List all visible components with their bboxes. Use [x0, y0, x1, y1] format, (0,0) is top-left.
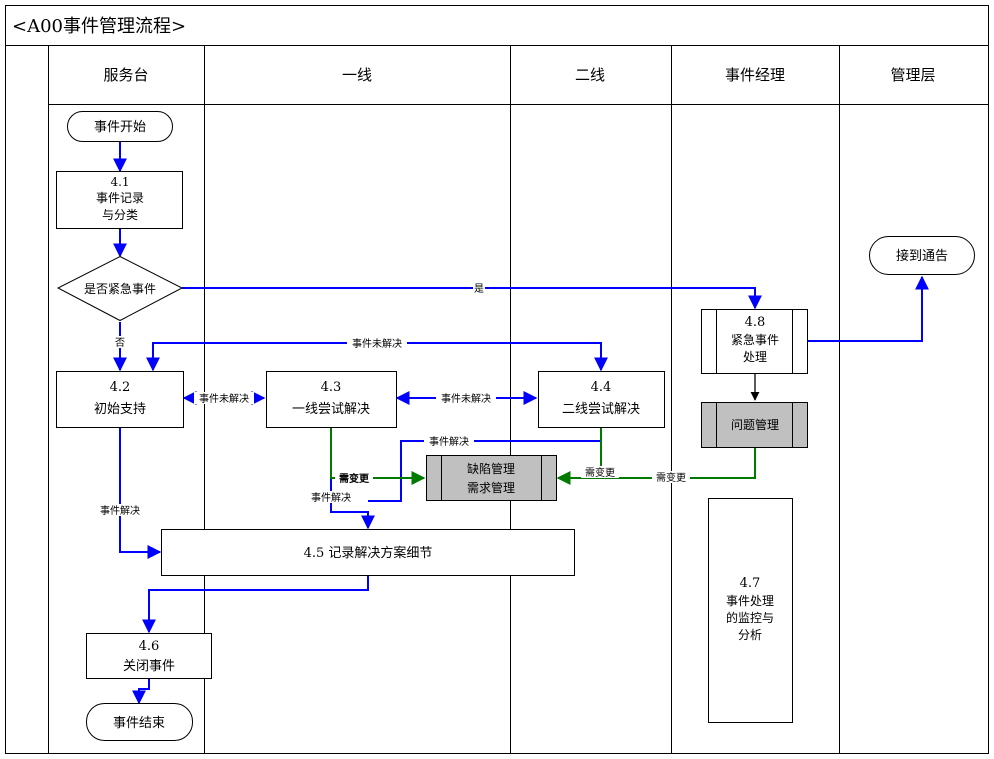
svg-text:4.7: 4.7: [740, 576, 761, 591]
svg-text:4.4: 4.4: [591, 380, 612, 395]
lane-header-service-desk: 服务台: [103, 66, 148, 84]
svg-text:关闭事件: 关闭事件: [123, 659, 175, 674]
lane-header-line1: 一线: [342, 66, 372, 84]
lane-header-management: 管理层: [890, 66, 935, 84]
svg-text:事件处理: 事件处理: [726, 594, 774, 608]
svg-text:事件开始: 事件开始: [94, 120, 146, 135]
node-defect-requirement: 缺陷管理 需求管理: [426, 455, 557, 501]
svg-text:二线尝试解决: 二线尝试解决: [562, 402, 640, 417]
svg-text:接到通告: 接到通告: [896, 248, 948, 264]
svg-text:事件结束: 事件结束: [113, 716, 165, 731]
label-resolved-44: 事件解决: [429, 435, 469, 448]
svg-text:4.2: 4.2: [110, 380, 131, 395]
node-4-1: 4.1 事件记录 与分类: [56, 171, 183, 229]
svg-text:4.8: 4.8: [745, 315, 766, 330]
label-change-44: 需变更: [585, 466, 615, 479]
svg-text:4.5 记录解决方案细节: 4.5 记录解决方案细节: [304, 545, 433, 561]
lane-header-line2: 二线: [575, 66, 605, 84]
label-yes: 是: [474, 283, 484, 295]
node-4-4: 4.4 二线尝试解决: [538, 371, 665, 428]
label-resolved-43: 事件解决: [311, 491, 351, 504]
edge-45-to-46: [142, 576, 369, 634]
svg-text:问题管理: 问题管理: [731, 417, 779, 432]
node-problem-management: 问题管理: [701, 402, 808, 448]
node-4-8: 4.8 紧急事件 处理: [701, 309, 808, 374]
svg-text:4.1: 4.1: [110, 175, 129, 189]
svg-text:一线尝试解决: 一线尝试解决: [292, 402, 370, 417]
node-4-2: 4.2 初始支持: [56, 371, 184, 428]
svg-text:是否紧急事件: 是否紧急事件: [84, 281, 156, 296]
label-change-43: 需变更: [339, 472, 370, 485]
lane-header-incident-manager: 事件经理: [725, 66, 785, 84]
node-decision: 是否紧急事件: [56, 255, 184, 322]
svg-text:事件记录: 事件记录: [96, 191, 144, 205]
node-4-6: 4.6 关闭事件: [86, 633, 212, 679]
svg-text:紧急事件: 紧急事件: [731, 332, 779, 347]
node-start: 事件开始: [67, 111, 173, 142]
svg-text:4.6: 4.6: [139, 639, 160, 654]
svg-text:4.3: 4.3: [321, 380, 342, 395]
edge-decision-yes-to-48: [182, 287, 762, 310]
label-change-problem: 需变更: [656, 471, 686, 484]
edge-42-to-45-resolved: [119, 427, 162, 559]
node-4-7: 4.7 事件处理 的监控与 分析: [708, 498, 793, 723]
svg-text:的监控与: 的监控与: [726, 610, 774, 625]
label-no: 否: [115, 337, 125, 349]
svg-text:需求管理: 需求管理: [467, 480, 515, 495]
svg-text:分析: 分析: [738, 628, 762, 642]
svg-text:初始支持: 初始支持: [94, 402, 146, 417]
edge-48-to-notify: [808, 275, 929, 342]
edge-labels: 是 否 事件未解决 事件未解决 事件未解决 事件解决 事件解决 事件解决 需变更…: [95, 282, 690, 517]
edge-43-to-defect-change: [330, 427, 426, 485]
label-unresolved-43-44: 事件未解决: [441, 392, 491, 405]
node-notify: 接到通告: [869, 236, 975, 275]
edge-46-to-end: [132, 678, 150, 705]
node-4-3: 4.3 一线尝试解决: [266, 371, 397, 428]
node-4-5: 4.5 记录解决方案细节: [161, 529, 575, 576]
label-unresolved-42-43: 事件未解决: [199, 392, 249, 405]
svg-text:与分类: 与分类: [102, 208, 138, 222]
node-end: 事件结束: [86, 703, 193, 741]
svg-text:缺陷管理: 缺陷管理: [467, 461, 515, 476]
svg-text:处理: 处理: [743, 350, 767, 364]
diagram-title: <A00事件管理流程>: [12, 16, 186, 37]
label-unresolved-top: 事件未解决: [352, 337, 402, 350]
label-resolved-42: 事件解决: [100, 504, 140, 517]
